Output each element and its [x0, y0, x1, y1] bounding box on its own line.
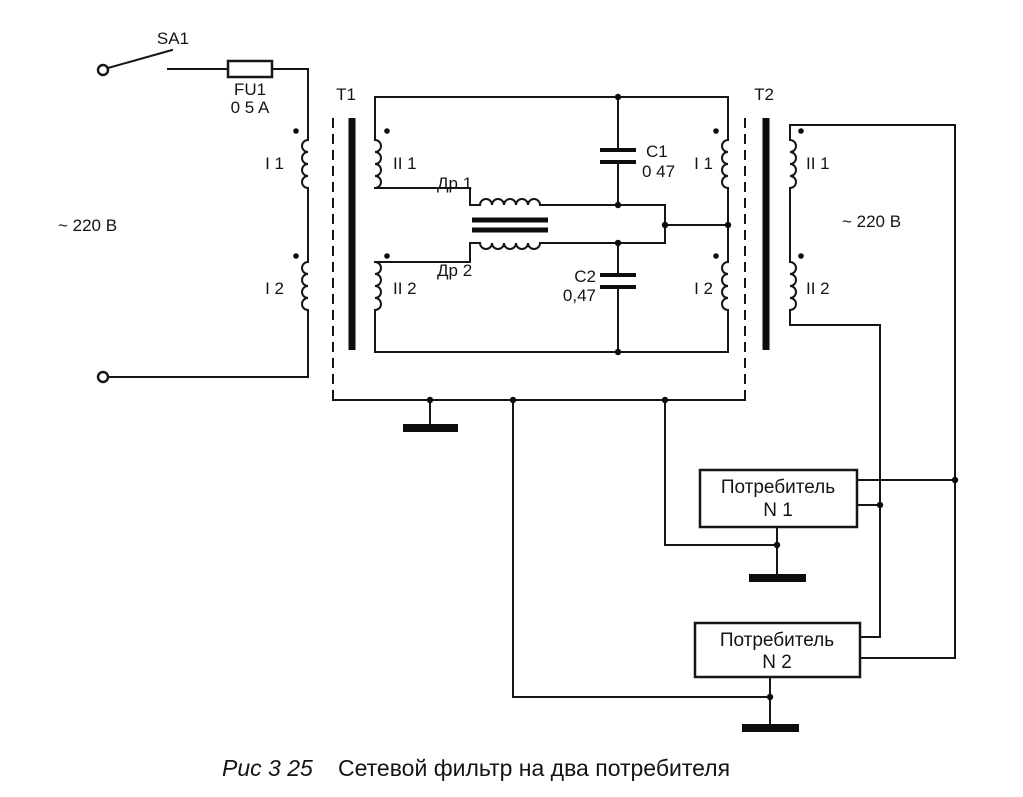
choke-dr1: Др 1	[437, 174, 541, 206]
consumer2-title: Потребитель	[720, 630, 834, 651]
junction-dot-icon	[426, 396, 434, 404]
consumer1-number: N 1	[763, 500, 793, 521]
caption-figure-number: Рис 3 25	[222, 755, 313, 781]
consumer1-title: Потребитель	[721, 477, 835, 498]
t1-s1-label: II 1	[393, 154, 417, 173]
caption-title: Сетевой фильтр на два потребителя	[338, 755, 730, 781]
capacitor-c2: C2 0,47	[563, 242, 636, 353]
t2-s1-polarity-dot-icon	[798, 128, 804, 134]
wire-bottom-rail	[374, 309, 729, 353]
consumer-2: Потребитель N 2	[693, 621, 862, 679]
t1-label: T1	[336, 85, 356, 104]
junction-dot-icon	[614, 239, 622, 247]
t1-p1-polarity-dot-icon	[293, 128, 299, 134]
c1-value: 0 47	[642, 162, 675, 181]
t1-p2-polarity-dot-icon	[293, 253, 299, 259]
ground-network	[332, 399, 806, 732]
input-circuit: SA1 FU1 0 5 A ~ 220 В	[58, 29, 309, 384]
wire-input-top	[167, 68, 309, 141]
choke2-winding	[479, 242, 541, 250]
junction-dot-icon	[773, 541, 781, 549]
figure-caption: Рис 3 25 Сетевой фильтр на два потребите…	[222, 755, 730, 781]
junction-dot-icon	[766, 693, 774, 701]
consumer1-box	[698, 468, 859, 529]
t1-s1-polarity-dot-icon	[384, 128, 390, 134]
wire-output-hot	[789, 124, 956, 659]
wire-rail-to-n1-ground	[664, 399, 778, 546]
t2-secondary-winding-1	[789, 139, 797, 189]
fuse-body	[226, 59, 274, 79]
wire-s2-to-choke2	[374, 242, 481, 263]
capacitor-c1: C1 0 47	[600, 96, 675, 206]
fuse-label: FU1	[234, 80, 266, 99]
t2-p2-polarity-dot-icon	[713, 253, 719, 259]
junction-dot-icon	[509, 396, 517, 404]
c2-label: C2	[574, 267, 596, 286]
input-voltage-label: ~ 220 В	[58, 216, 117, 235]
fuse-fu1: FU1 0 5 A	[226, 59, 274, 117]
t1-primary-winding-1	[301, 139, 309, 189]
input-terminal-bottom	[96, 370, 110, 384]
choke1-winding	[479, 198, 541, 206]
consumer-1: Потребитель N 1	[698, 468, 859, 529]
wire-s1-to-choke1	[374, 187, 481, 206]
junction-dot-icon	[614, 201, 622, 209]
choke2-label: Др 2	[437, 261, 472, 280]
t1-p2-label: I 2	[265, 279, 284, 298]
junction-dot-icon	[724, 221, 732, 229]
transformer-t2: T2 I 1 I 2 II 1 II 2	[694, 85, 830, 400]
junction-dot-icon	[614, 93, 622, 101]
wire-top-rail	[374, 96, 729, 141]
wire-input-bottom	[107, 309, 309, 378]
filter-network: Др 1 Др 2 C1 0 47 C2 0,47	[374, 96, 729, 353]
choke-dr2: Др 2	[437, 242, 541, 280]
junction-dot-icon	[661, 221, 669, 229]
junction-dots	[426, 93, 959, 701]
t2-p1-polarity-dot-icon	[713, 128, 719, 134]
junction-dot-icon	[614, 348, 622, 356]
consumer2-box	[693, 621, 862, 679]
wire-rail-to-n2-ground	[512, 399, 771, 698]
t2-p1-label: I 1	[694, 154, 713, 173]
t1-secondary-winding-1	[374, 139, 382, 189]
transformer-t1: T1 I 1 I 2 II 1 II 2	[265, 85, 417, 400]
junction-dot-icon	[876, 501, 884, 509]
switch-label: SA1	[157, 29, 189, 48]
t2-primary-winding-1	[721, 139, 729, 189]
t1-s2-polarity-dot-icon	[384, 253, 390, 259]
switch-blade	[106, 48, 174, 70]
t2-s2-label: II 2	[806, 279, 830, 298]
t2-s2-polarity-dot-icon	[798, 253, 804, 259]
junction-dot-icon	[661, 396, 669, 404]
t1-secondary-winding-2	[374, 261, 382, 311]
t1-p1-label: I 1	[265, 154, 284, 173]
t2-s1-label: II 1	[806, 154, 830, 173]
wire-output-return	[789, 309, 881, 638]
t2-secondary-winding-2	[789, 261, 797, 311]
fuse-rating: 0 5 A	[231, 98, 270, 117]
t2-primary-winding-2	[721, 261, 729, 311]
choke1-label: Др 1	[437, 174, 472, 193]
t2-p2-label: I 2	[694, 279, 713, 298]
c1-label: C1	[646, 142, 668, 161]
t1-s2-label: II 2	[393, 279, 417, 298]
junction-dot-icon	[951, 476, 959, 484]
switch-sa1: SA1	[106, 29, 189, 70]
consumer2-number: N 2	[762, 652, 792, 673]
output-circuit: ~ 220 В	[789, 124, 956, 659]
c2-value: 0,47	[563, 286, 596, 305]
input-terminal-top	[96, 63, 110, 77]
t1-primary-winding-2	[301, 261, 309, 311]
t2-label: T2	[754, 85, 774, 104]
output-voltage-label: ~ 220 В	[842, 212, 901, 231]
